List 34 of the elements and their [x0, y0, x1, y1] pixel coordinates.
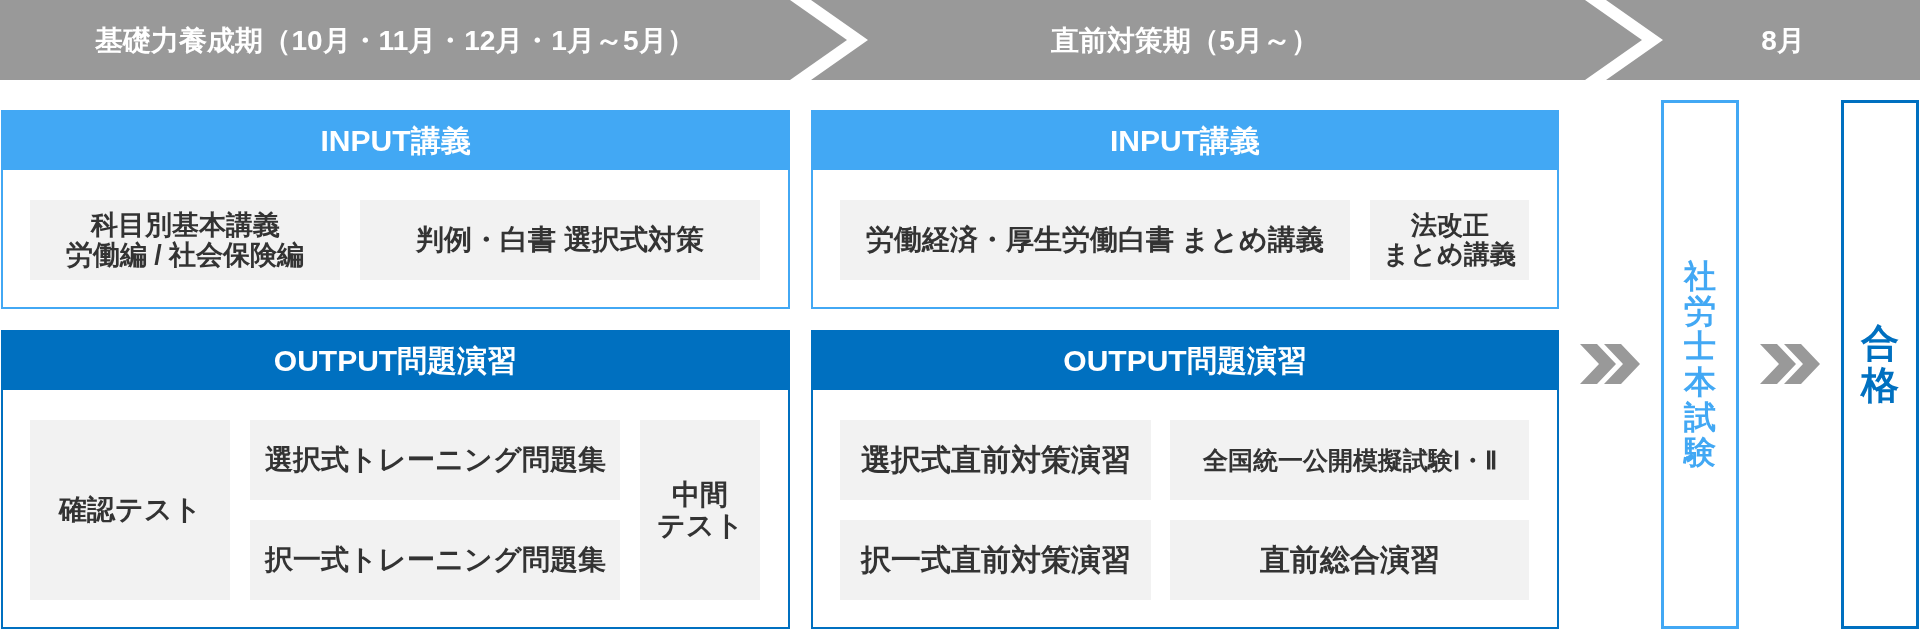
- course-name: 確認テスト: [58, 494, 202, 526]
- course-name: 択一式直前対策演習: [860, 543, 1131, 577]
- course-name: 法改正: [1410, 210, 1489, 240]
- period-label: 直前対策期（5月～）: [1051, 23, 1319, 58]
- course-panel: [811, 110, 1559, 309]
- course-name: 全国統一公開模擬試験Ⅰ・Ⅱ: [1202, 446, 1497, 474]
- period-banner: [0, 0, 847, 80]
- course-name: 直前総合演習: [1259, 543, 1440, 577]
- course-name: まとめ講義: [1383, 240, 1516, 270]
- milestone-label: 合格: [1861, 322, 1899, 407]
- course-name: 労働編 / 社会保険編: [65, 240, 305, 271]
- course-name: 科目別基本講義: [90, 209, 280, 240]
- panel-title: INPUT講義: [1110, 123, 1260, 160]
- course-name: 選択式トレーニング問題集: [264, 444, 606, 476]
- course-name: 労働経済・厚生労働白書 まとめ講義: [865, 224, 1325, 256]
- period-label: 8月: [1761, 23, 1805, 58]
- milestone-label: 社労士本試験: [1684, 258, 1716, 471]
- period-banner: [1606, 0, 1920, 80]
- panel-title: OUTPUT問題演習: [273, 343, 518, 380]
- course-name: 選択式直前対策演習: [860, 443, 1131, 477]
- course-name: 判例・白書 選択式対策: [416, 224, 704, 256]
- milestone-frame: [1841, 100, 1919, 629]
- period-label: 基礎力養成期（10月・11月・12月・1月～5月）: [95, 23, 695, 58]
- milestone-frame: [1661, 100, 1739, 629]
- course-name: テスト: [656, 510, 744, 542]
- course-panel: [811, 330, 1559, 629]
- double-chevron-arrow: [1760, 344, 1820, 384]
- course-panel: [1, 330, 790, 629]
- course-name: 中間: [672, 478, 728, 510]
- course-panel: [1, 110, 790, 309]
- panel-title: INPUT講義: [320, 123, 471, 160]
- panel-title: OUTPUT問題演習: [1063, 343, 1307, 380]
- course-name: 択一式トレーニング問題集: [264, 544, 606, 576]
- double-chevron-arrow: [1580, 344, 1640, 384]
